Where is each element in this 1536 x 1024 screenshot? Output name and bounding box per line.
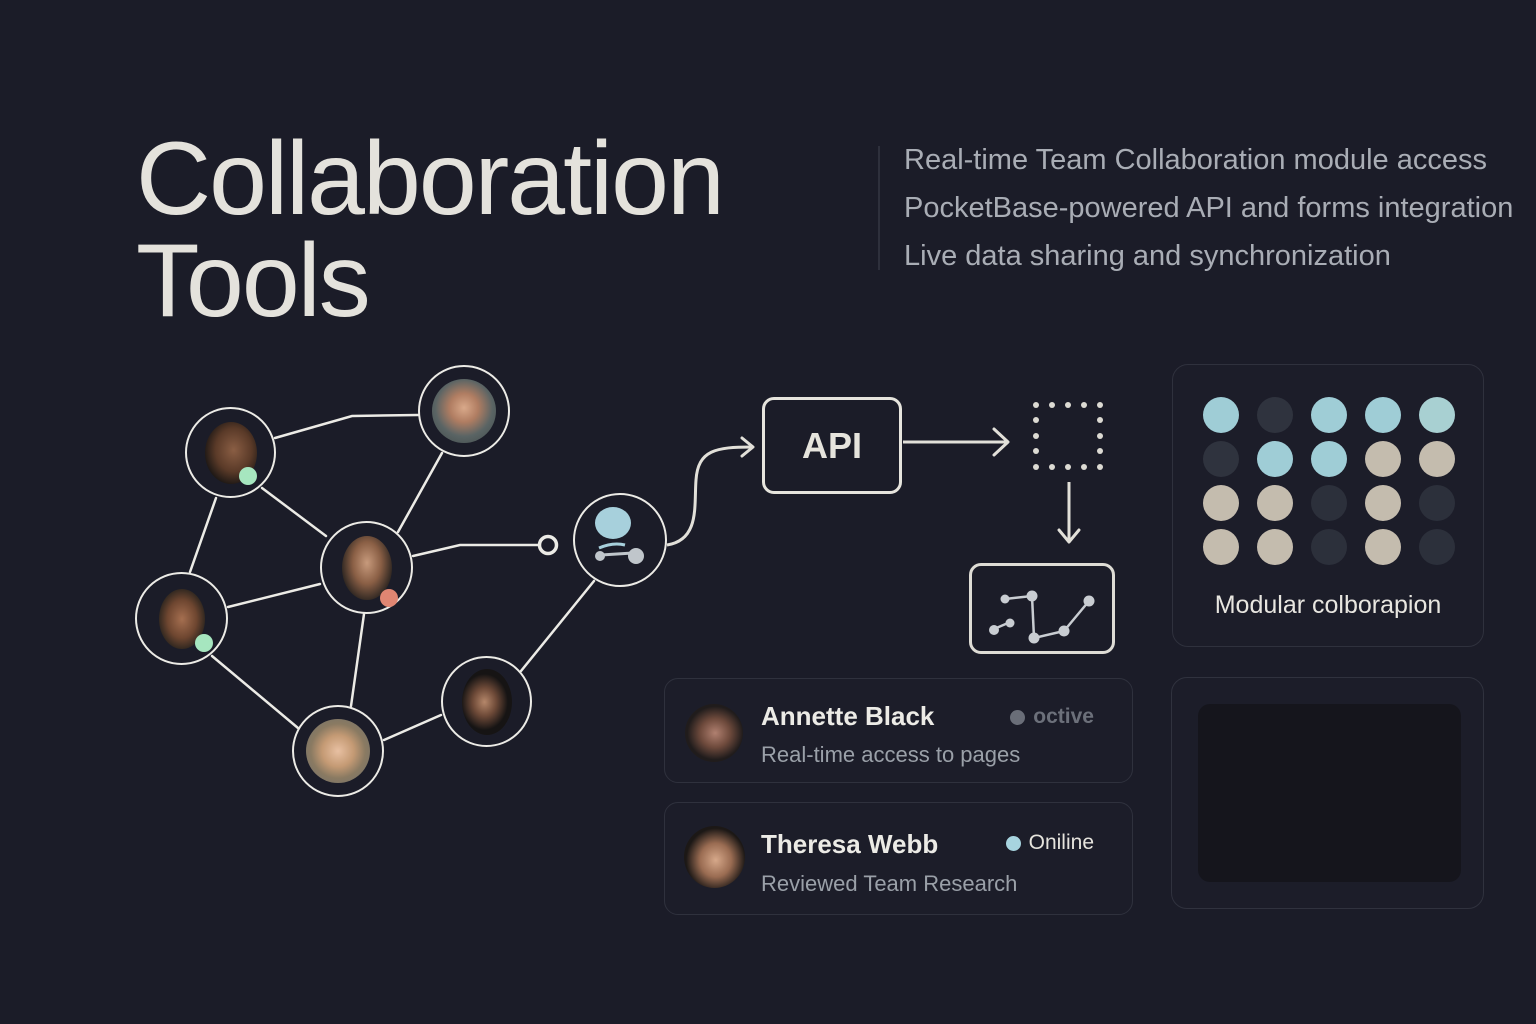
avatar-man-left[interactable] xyxy=(135,572,228,665)
module-dot xyxy=(1419,529,1455,565)
person-photo xyxy=(306,719,370,783)
api-label: API xyxy=(801,424,862,466)
title-line-1: Collaboration xyxy=(136,121,725,237)
avatar-man-top-right[interactable] xyxy=(418,365,510,457)
dotted-square-icon xyxy=(1033,402,1103,470)
status-dot-online xyxy=(239,467,257,485)
module-dot xyxy=(1311,529,1347,565)
user-activity: Real-time access to pages xyxy=(761,742,1021,767)
feature-item: PocketBase-powered API and forms integra… xyxy=(904,192,1514,224)
network-edges xyxy=(188,413,596,742)
modular-label: Modular colborapion xyxy=(1214,591,1442,619)
user-avatar xyxy=(684,826,745,888)
arrow-down-icon xyxy=(1057,528,1081,544)
module-dot xyxy=(1419,485,1455,521)
module-dot-grid xyxy=(1203,397,1455,565)
user-card-annette-black[interactable]: Annette Black Real-time access to pages … xyxy=(664,678,1133,783)
module-dot xyxy=(1257,397,1293,433)
status-dot-busy xyxy=(380,589,398,607)
user-avatar xyxy=(685,704,743,762)
user-activity: Reviewed Team Research xyxy=(761,871,1018,896)
module-dot xyxy=(1203,397,1239,433)
status-label: Oniline xyxy=(1028,831,1094,854)
module-dot xyxy=(1203,485,1239,521)
api-node[interactable]: API xyxy=(762,397,902,494)
module-dot xyxy=(1311,441,1347,477)
person-photo xyxy=(432,379,496,443)
avatar-man-center-glasses[interactable] xyxy=(320,521,413,614)
module-dot xyxy=(1257,529,1293,565)
feature-item: Real-time Team Collaboration module acce… xyxy=(904,144,1487,176)
module-dot xyxy=(1365,441,1401,477)
feature-list: Real-time Team Collaboration module acce… xyxy=(904,136,1536,280)
module-dot xyxy=(1365,529,1401,565)
status-dot-icon xyxy=(1005,835,1021,851)
page-title: Collaboration Tools xyxy=(136,121,725,339)
avatar-woman-bottom-right[interactable] xyxy=(441,656,532,747)
module-dot xyxy=(1311,485,1347,521)
title-line-2: Tools xyxy=(136,223,371,339)
status-label: octive xyxy=(1033,705,1094,728)
line-chart-icon xyxy=(989,590,1095,644)
avatar-woman-top-left[interactable] xyxy=(185,407,276,498)
module-dot xyxy=(1365,397,1401,433)
user-name: Theresa Webb xyxy=(761,829,939,859)
empty-preview-card[interactable] xyxy=(1171,677,1484,909)
user-status: Oniline xyxy=(1005,831,1094,855)
connector-node-icon xyxy=(537,534,559,556)
module-dot xyxy=(1365,485,1401,521)
module-dot xyxy=(1419,397,1455,433)
feature-item: Live data sharing and synchronization xyxy=(904,240,1391,272)
module-dot xyxy=(1311,397,1347,433)
module-dot xyxy=(1419,441,1455,477)
arrow-right-icon xyxy=(992,427,1010,457)
module-dot xyxy=(1257,441,1293,477)
avatar-woman-bottom-glasses[interactable] xyxy=(292,705,384,797)
preview-area xyxy=(1198,704,1461,882)
person-photo xyxy=(461,668,512,735)
flow-curve xyxy=(666,445,753,547)
modular-collaboration-card[interactable]: Modular colborapion xyxy=(1172,364,1484,647)
module-dot xyxy=(1203,441,1239,477)
arrow-right-icon xyxy=(740,436,755,458)
person-photo xyxy=(341,535,392,600)
output-chart-node[interactable] xyxy=(969,563,1115,654)
user-card-theresa-webb[interactable]: Theresa Webb Reviewed Team Research Onil… xyxy=(664,802,1133,915)
user-share-icon xyxy=(594,506,644,564)
share-hub-node[interactable] xyxy=(573,493,667,587)
module-dot xyxy=(1257,485,1293,521)
user-name: Annette Black xyxy=(761,701,935,731)
features-divider xyxy=(878,146,880,270)
module-dot xyxy=(1203,529,1239,565)
user-status: octive xyxy=(1010,705,1094,729)
status-dot-online xyxy=(195,634,213,652)
status-dot-icon xyxy=(1010,709,1026,725)
